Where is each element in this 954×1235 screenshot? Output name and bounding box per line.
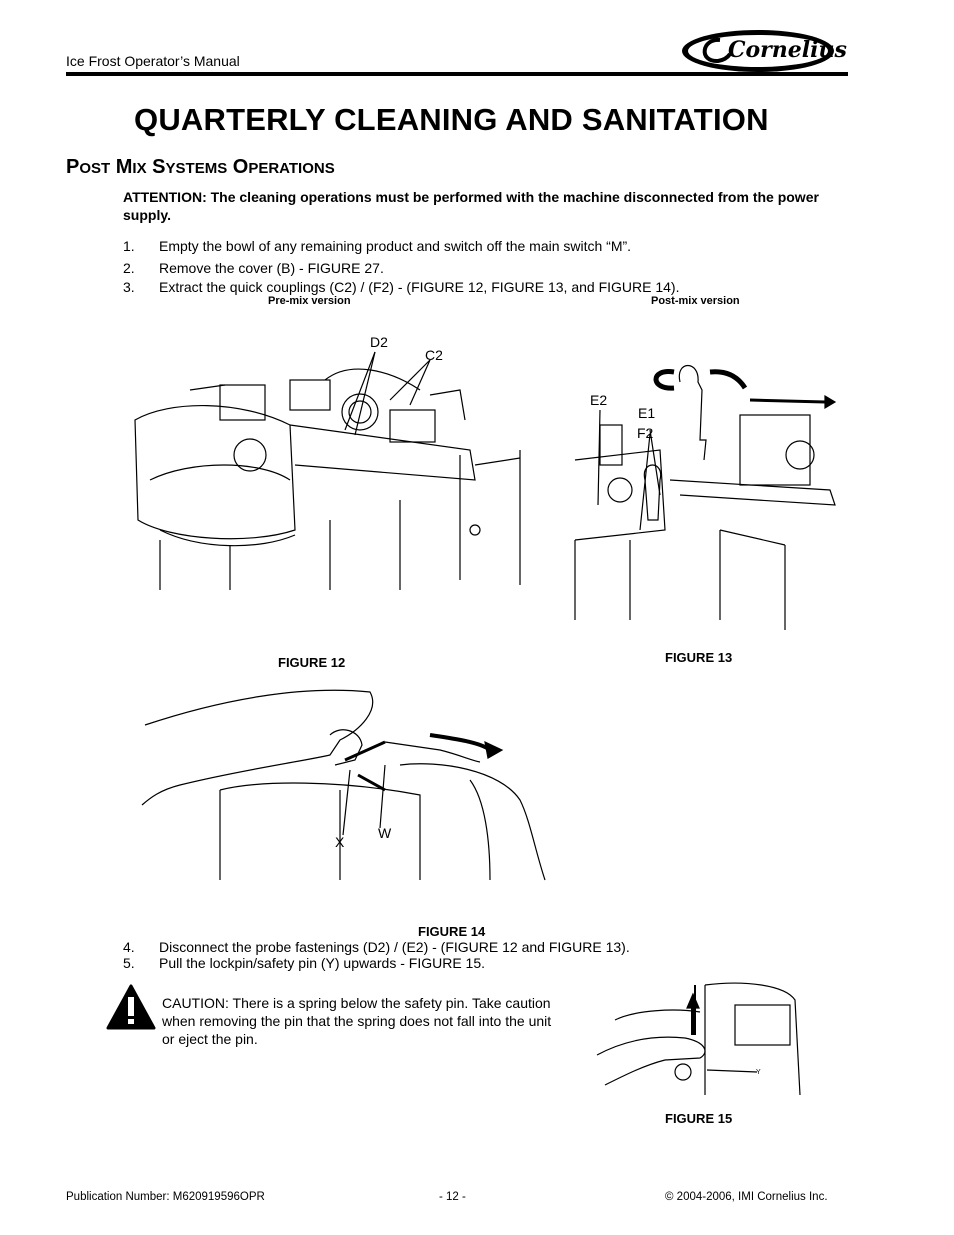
label-d2: D2 — [370, 334, 388, 350]
section-heading: POST MIX SYSTEMS OPERATIONS — [66, 156, 335, 178]
figure-14-illustration — [140, 680, 550, 885]
figure-14-caption: FIGURE 14 — [418, 924, 486, 939]
attention-note: ATTENTION: The cleaning operations must … — [123, 189, 819, 223]
page-title: QUARTERLY CLEANING AND SANITATION — [134, 102, 769, 137]
label-f2: F2 — [637, 425, 654, 441]
caution-note: CAUTION: There is a spring below the saf… — [162, 995, 552, 1047]
figure-13-caption: FIGURE 13 — [665, 650, 733, 665]
label-x: X — [335, 834, 345, 850]
label-y: Y — [756, 1069, 761, 1076]
figure-12-caption: FIGURE 12 — [278, 655, 346, 670]
page-number: - 12 - — [439, 1191, 466, 1203]
header-rule — [66, 72, 848, 76]
figure-15-illustration — [595, 980, 805, 1100]
pre-mix-label: Pre-mix version — [268, 295, 351, 307]
label-e2: E2 — [590, 392, 608, 408]
label-e1: E1 — [638, 405, 656, 421]
label-w: W — [378, 825, 392, 841]
publication-number: Publication Number: M620919596OPR — [66, 1191, 265, 1203]
figure-12-illustration — [130, 330, 530, 630]
cornelius-logo: Cornelius — [680, 28, 847, 74]
label-c2: C2 — [425, 347, 443, 363]
logo-text: Cornelius — [728, 37, 847, 63]
manual-title: Ice Frost Operator’s Manual — [66, 53, 240, 69]
copyright: © 2004-2006, IMI Cornelius Inc. — [665, 1191, 828, 1203]
warning-triangle-icon — [106, 984, 156, 1030]
figure-15-caption: FIGURE 15 — [665, 1111, 733, 1126]
figure-13-illustration — [570, 330, 845, 630]
post-mix-label: Post-mix version — [651, 295, 740, 307]
